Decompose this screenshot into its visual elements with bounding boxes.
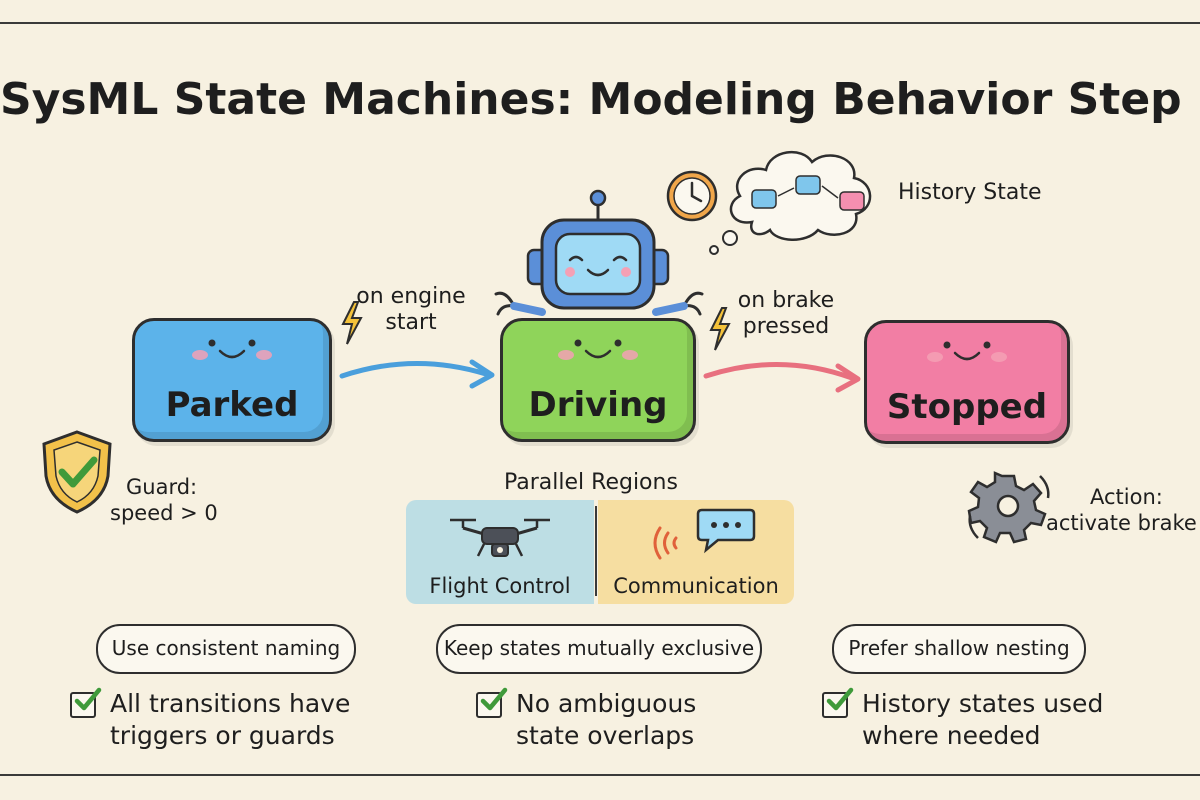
check-line2: triggers or guards — [110, 721, 335, 750]
trigger-engine-start-line1: on engine — [356, 284, 466, 309]
check-item-history: History states used where needed — [822, 687, 1112, 758]
trigger-engine-start-line2: start — [385, 310, 437, 335]
region-flight-control[interactable]: Flight Control — [406, 500, 594, 604]
checkmark-icon — [826, 687, 854, 711]
guard-text: Guard: speed > 0 — [110, 474, 218, 526]
region-communication-label: Communication — [613, 574, 779, 598]
state-parked-label: Parked — [165, 385, 299, 425]
checkmark-icon — [74, 687, 102, 711]
check-line2: state overlaps — [516, 721, 695, 750]
action-text: Action: activate brake — [1046, 484, 1200, 536]
state-driving[interactable]: Driving — [500, 318, 696, 442]
drone-icon — [450, 518, 550, 557]
region-communication[interactable]: Communication — [598, 500, 794, 604]
bottom-rule — [0, 774, 1200, 776]
trigger-engine-start: on engine start — [356, 284, 466, 336]
trigger-brake-pressed-line1: on brake — [737, 288, 835, 313]
page-title: SysML State Machines: Modeling Behavior … — [0, 74, 1200, 125]
check-line2: where needed — [862, 721, 1041, 750]
check-line1: History states used — [862, 689, 1104, 718]
check-line1: All transitions have — [110, 689, 351, 718]
state-stopped[interactable]: Stopped — [864, 320, 1070, 444]
smile-face-icon — [192, 339, 272, 360]
trigger-brake-pressed: on brake pressed — [728, 288, 844, 340]
transition-arrow-parked-driving[interactable] — [336, 344, 500, 394]
smile-face-icon — [927, 341, 1007, 362]
clock-icon — [666, 170, 718, 222]
tip-bubble-naming: Use consistent naming — [96, 624, 356, 674]
check-item-overlaps: No ambiguous state overlaps — [476, 687, 736, 758]
history-state-label: History State — [898, 180, 1042, 205]
action-line1: Action: — [1090, 485, 1163, 509]
action-line2: activate brake — [1046, 511, 1197, 535]
state-stopped-label: Stopped — [886, 387, 1048, 427]
chat-icon — [696, 508, 756, 554]
guard-line1: Guard: — [126, 475, 198, 499]
tip-bubble-exclusive: Keep states mutually exclusive — [436, 624, 762, 674]
parallel-regions-title: Parallel Regions — [504, 470, 678, 495]
checkmark-icon — [480, 687, 508, 711]
region-flight-control-label: Flight Control — [429, 574, 571, 598]
signal-icon — [653, 526, 678, 560]
shield-check-icon — [42, 430, 112, 514]
trigger-brake-pressed-line2: pressed — [742, 314, 830, 339]
guard-line2: speed > 0 — [110, 501, 218, 525]
check-line1: No ambiguous — [516, 689, 697, 718]
smile-face-icon — [558, 339, 638, 360]
check-item-transitions: All transitions have triggers or guards — [70, 687, 370, 758]
lightning-icon — [709, 307, 731, 351]
tip-bubble-nesting: Prefer shallow nesting — [832, 624, 1086, 674]
lightning-icon — [341, 301, 363, 345]
state-driving-label: Driving — [528, 385, 668, 425]
gear-icon — [967, 471, 1050, 544]
top-rule — [0, 22, 1200, 24]
thought-bubble — [709, 150, 872, 255]
region-divider — [595, 506, 597, 596]
robot-icon — [494, 189, 704, 316]
transition-arrow-driving-stopped[interactable] — [700, 346, 866, 396]
state-parked[interactable]: Parked — [132, 318, 332, 442]
